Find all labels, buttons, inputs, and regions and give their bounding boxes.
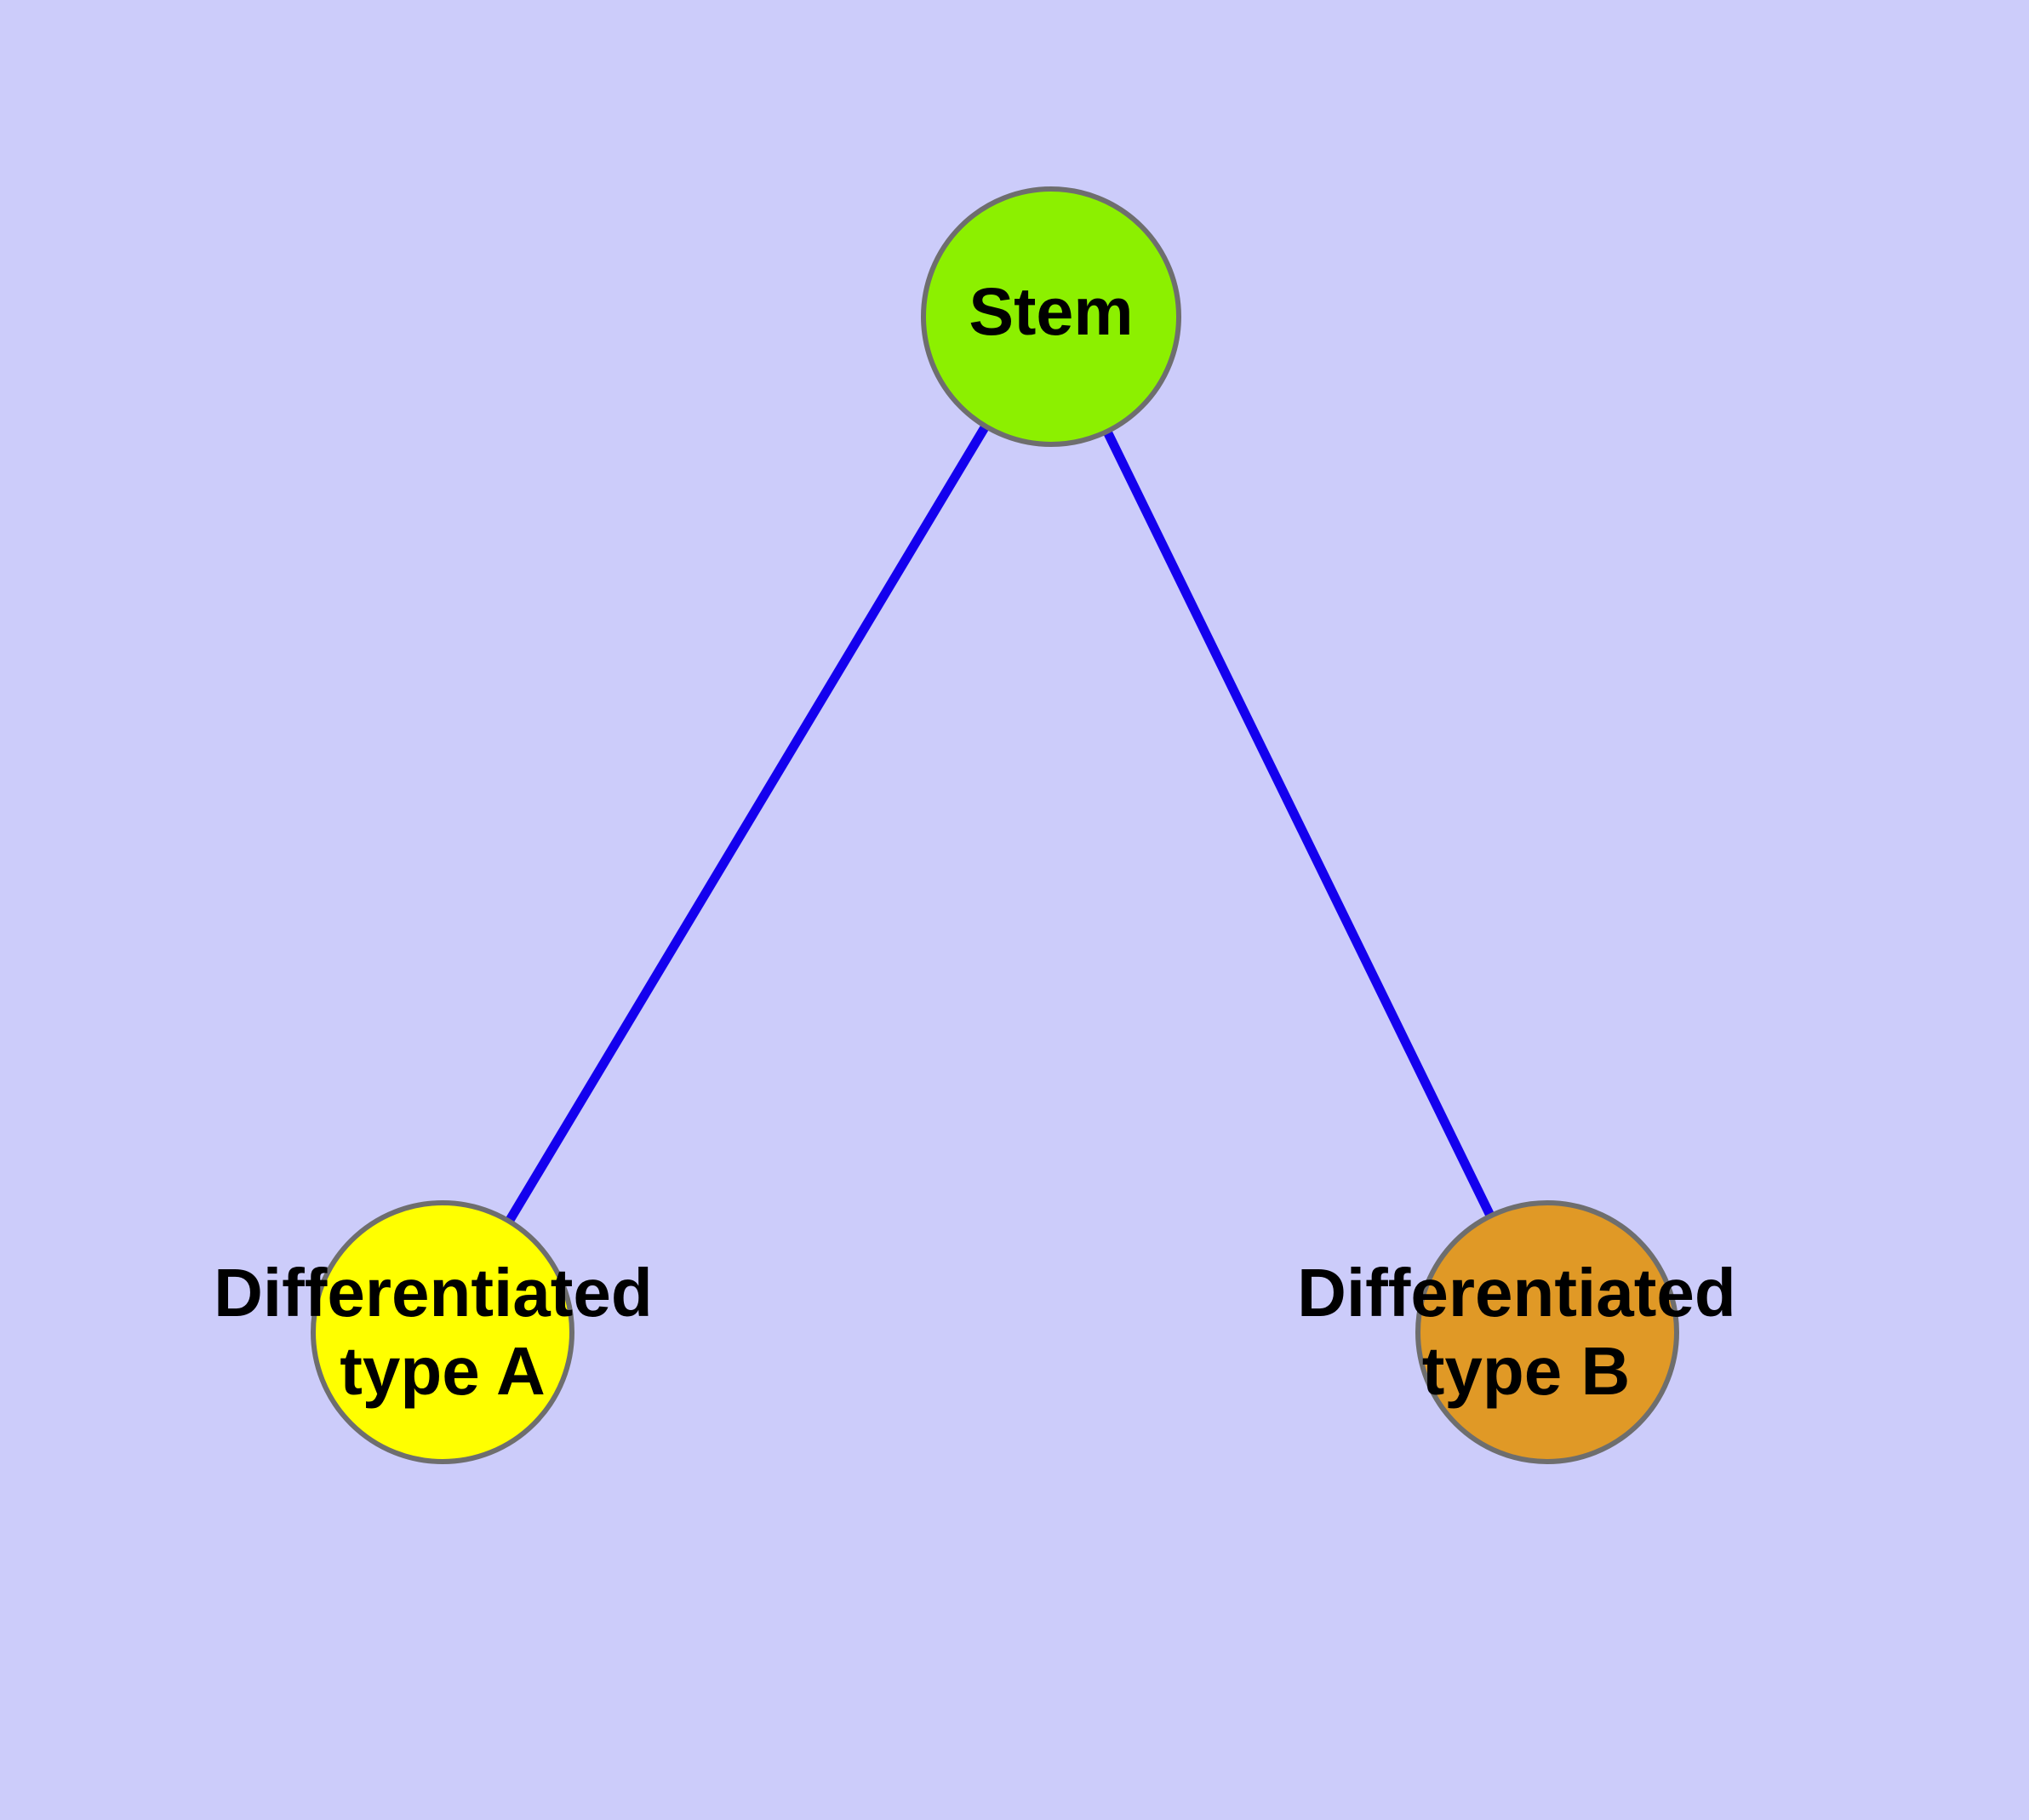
node-differentiated-type-b-circle[interactable] <box>1415 1200 1679 1464</box>
node-layer <box>311 186 1679 1464</box>
node-differentiated-type-b-label-line-1: Differentiated <box>1297 1255 1736 1331</box>
node-differentiated-type-a-circle[interactable] <box>311 1200 574 1464</box>
edge-stem-to-differentiated-type-b[interactable] <box>1047 314 1552 1335</box>
node-differentiated-type-a-label-line-2: type A <box>340 1333 546 1409</box>
node-stem-label-line-1: Stem <box>969 273 1133 349</box>
node-differentiated-type-a-label: Differentiated type A <box>214 1255 672 1409</box>
label-layer: Stem Differentiated type A Differentiate… <box>214 273 1755 1409</box>
node-stem-label: Stem <box>969 273 1133 349</box>
node-differentiated-type-b-label: Differentiated type B <box>1297 1255 1755 1409</box>
node-differentiated-type-a-label-line-1: Differentiated <box>214 1255 653 1331</box>
edge-layer <box>438 314 1552 1335</box>
edge-stem-to-differentiated-type-a[interactable] <box>438 314 1055 1335</box>
node-differentiated-type-b-label-line-2: type B <box>1422 1333 1631 1409</box>
node-stem-circle[interactable] <box>921 186 1181 447</box>
